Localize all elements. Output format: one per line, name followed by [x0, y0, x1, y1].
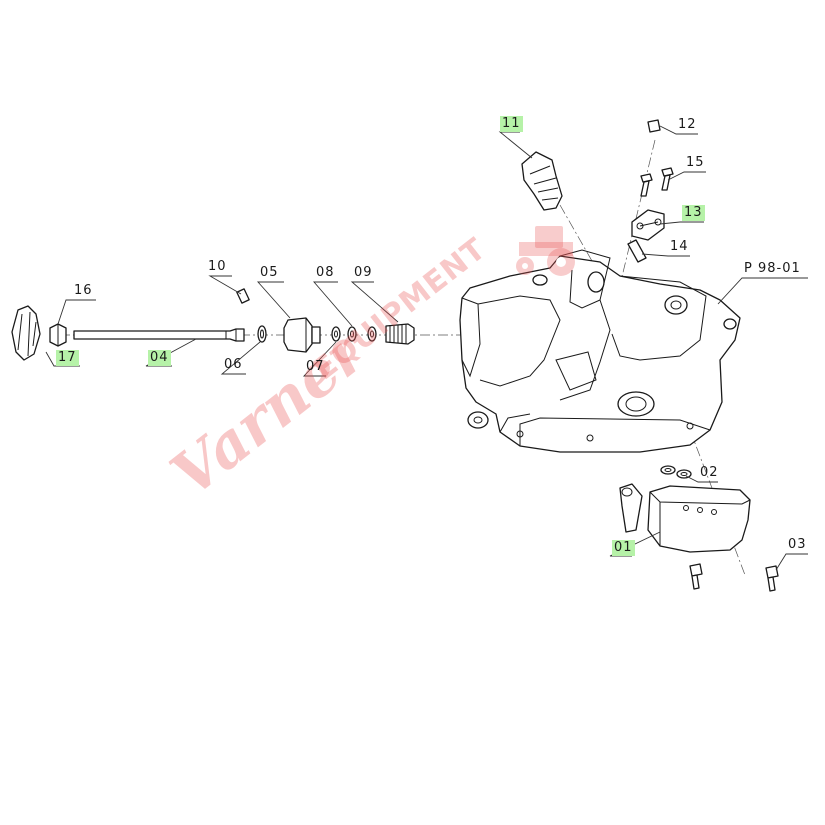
part-main-housing — [459, 249, 741, 453]
label-07: 07 — [306, 359, 325, 374]
part-bolts-15 — [640, 167, 674, 197]
label-10: 10 — [208, 259, 227, 274]
tractor-icon — [516, 226, 575, 276]
label-05: 05 — [260, 265, 279, 280]
part-shaft — [73, 328, 245, 342]
label-12: 12 — [678, 117, 697, 132]
part-washer-06 — [257, 325, 267, 343]
part-fitting-09 — [385, 323, 415, 345]
part-valve-body — [619, 483, 751, 553]
label-04: 04 — [148, 350, 171, 366]
part-screw-12 — [647, 119, 661, 133]
label-11: 11 — [500, 116, 523, 132]
label-17: 17 — [56, 350, 79, 366]
label-08: 08 — [316, 265, 335, 280]
part-cover-plate — [631, 209, 665, 241]
label-15: 15 — [686, 155, 705, 170]
part-orings-02 — [660, 465, 692, 479]
label-14: 14 — [670, 239, 689, 254]
label-16: 16 — [74, 283, 93, 298]
part-plug — [521, 151, 563, 211]
label-assembly: P 98-01 — [744, 261, 801, 276]
leader-lines — [45, 125, 808, 571]
label-03: 03 — [788, 537, 807, 552]
part-bolts-03 — [689, 563, 779, 592]
part-nut — [49, 323, 67, 347]
label-01: 01 — [612, 540, 635, 556]
part-gasket — [627, 239, 647, 263]
bolt-center-line — [619, 139, 656, 286]
part-pin — [236, 288, 250, 304]
label-13: 13 — [682, 205, 705, 221]
part-orings-08 — [347, 326, 377, 342]
label-02: 02 — [700, 465, 719, 480]
label-09: 09 — [354, 265, 373, 280]
part-knob — [11, 305, 41, 361]
label-06: 06 — [224, 357, 243, 372]
part-sleeve — [283, 317, 321, 353]
part-ring-07 — [331, 326, 341, 342]
